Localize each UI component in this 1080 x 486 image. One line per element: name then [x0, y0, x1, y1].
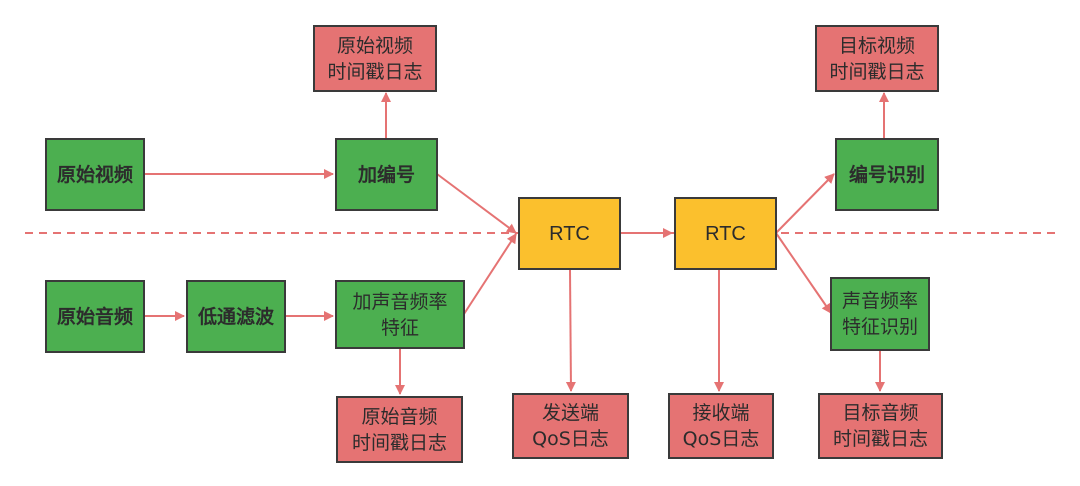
node-audio-freq-recognition: 声音频率 特征识别: [830, 277, 930, 351]
node-raw-video-log: 原始视频 时间戳日志: [313, 25, 437, 92]
node-number-recognition: 编号识别: [835, 138, 939, 211]
node-label: 加声音频率 特征: [352, 290, 448, 339]
node-label: 目标音频 时间戳日志: [832, 402, 928, 450]
node-label: 接收端 QoS日志: [682, 402, 760, 450]
arrow-add-audio-freq-feature-to-rtc-sender: [463, 233, 517, 315]
node-label: 目标视频 时间戳日志: [829, 34, 925, 83]
node-low-pass-filter: 低通滤波: [186, 280, 286, 353]
arrow-rtc-sender-to-sender-qos-log: [565, 269, 576, 392]
arrow-add-number-to-rtc-sender: [436, 173, 517, 234]
node-add-number: 加编号: [335, 138, 438, 211]
node-target-audio-log: 目标音频 时间戳日志: [818, 393, 943, 459]
node-label: 原始音频: [56, 305, 133, 328]
node-label: 发送端 QoS日志: [532, 402, 609, 450]
node-rtc-sender: RTC: [518, 197, 621, 270]
node-raw-video: 原始视频: [45, 138, 145, 211]
arrow-rtc-receiver-to-number-recognition: [775, 173, 835, 234]
node-rtc-receiver: RTC: [674, 197, 777, 270]
node-label: 编号识别: [848, 163, 925, 186]
node-label: 原始视频 时间戳日志: [327, 34, 423, 83]
node-add-audio-freq-feature: 加声音频率 特征: [335, 280, 465, 349]
node-label: RTC: [705, 222, 746, 245]
node-label: 原始音频 时间戳日志: [351, 405, 447, 454]
node-label: RTC: [549, 222, 590, 245]
node-raw-audio: 原始音频: [45, 280, 145, 353]
node-sender-qos-log: 发送端 QoS日志: [512, 393, 629, 459]
node-receiver-qos-log: 接收端 QoS日志: [668, 393, 774, 459]
node-label: 原始视频: [56, 163, 133, 186]
node-label: 声音频率 特征识别: [841, 290, 918, 338]
edges-group: [144, 92, 889, 395]
node-label: 低通滤波: [197, 305, 274, 328]
node-target-video-log: 目标视频 时间戳日志: [815, 25, 939, 92]
node-raw-audio-log: 原始音频 时间戳日志: [336, 396, 463, 463]
node-label: 加编号: [357, 163, 415, 186]
arrow-rtc-receiver-to-audio-freq-recognition: [775, 232, 832, 314]
